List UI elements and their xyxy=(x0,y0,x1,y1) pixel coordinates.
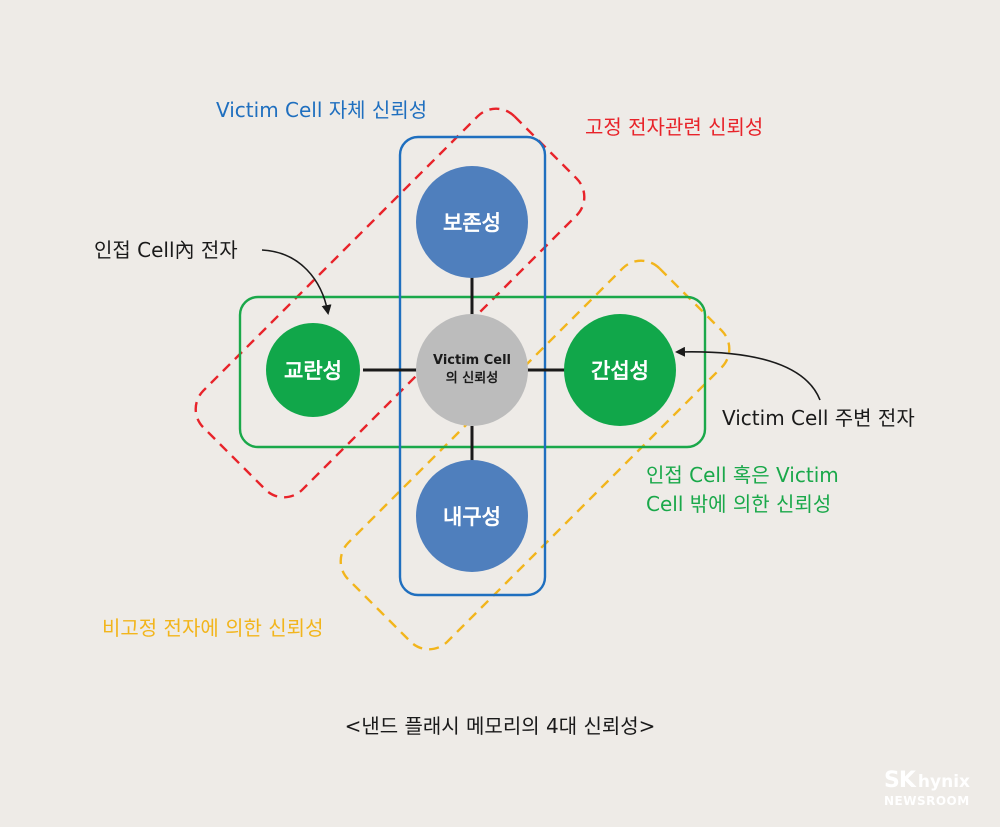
non-fixed-charge-label: 비고정 전자에 의한 신뢰성 xyxy=(102,616,324,640)
logo-sub: NEWSROOM xyxy=(884,794,970,808)
adjacent-charge-arrow xyxy=(261,249,332,315)
victim-cell-label-line2: 의 신뢰성 xyxy=(445,371,499,386)
victim-cell-group-border xyxy=(398,135,547,597)
node-victim-cell xyxy=(416,314,528,426)
non-fixed-charge-group-border xyxy=(339,259,731,651)
victim-cell-label-line1: Victim Cell xyxy=(432,352,512,368)
victim-cell-self-label: Victim Cell 자체 신뢰성 xyxy=(216,98,428,122)
adjacent-cell-charge-label: 인접 Cell內 전자 xyxy=(94,238,238,262)
node-endurance xyxy=(416,460,528,572)
victim-surrounding-label: Victim Cell 주변 전자 xyxy=(722,406,915,430)
node-interference xyxy=(564,314,676,426)
disturbance-label: 교란성 xyxy=(284,359,342,383)
logo-name: hynix xyxy=(917,772,970,792)
fixed-charge-label: 고정 전자관련 신뢰성 xyxy=(585,115,764,139)
adjacent-or-outside-label-line1: 인접 Cell 혹은 Victim xyxy=(646,463,839,487)
retention-label: 보존성 xyxy=(443,211,501,235)
adjacent-or-outside-label-line2: Cell 밖에 의한 신뢰성 xyxy=(646,492,832,516)
node-disturbance xyxy=(266,323,360,417)
endurance-label: 내구성 xyxy=(443,505,501,529)
fixed-charge-group-border xyxy=(194,107,586,499)
node-retention xyxy=(416,166,528,278)
logo-brand: SK xyxy=(884,768,916,793)
interference-label: 간섭성 xyxy=(591,359,649,383)
surrounding-charge-arrow xyxy=(675,346,821,401)
diagram-caption: <낸드 플래시 메모리의 4대 신뢰성> xyxy=(344,714,656,738)
victim-cell-label: Victim Cell 의 신뢰성 xyxy=(433,352,511,388)
